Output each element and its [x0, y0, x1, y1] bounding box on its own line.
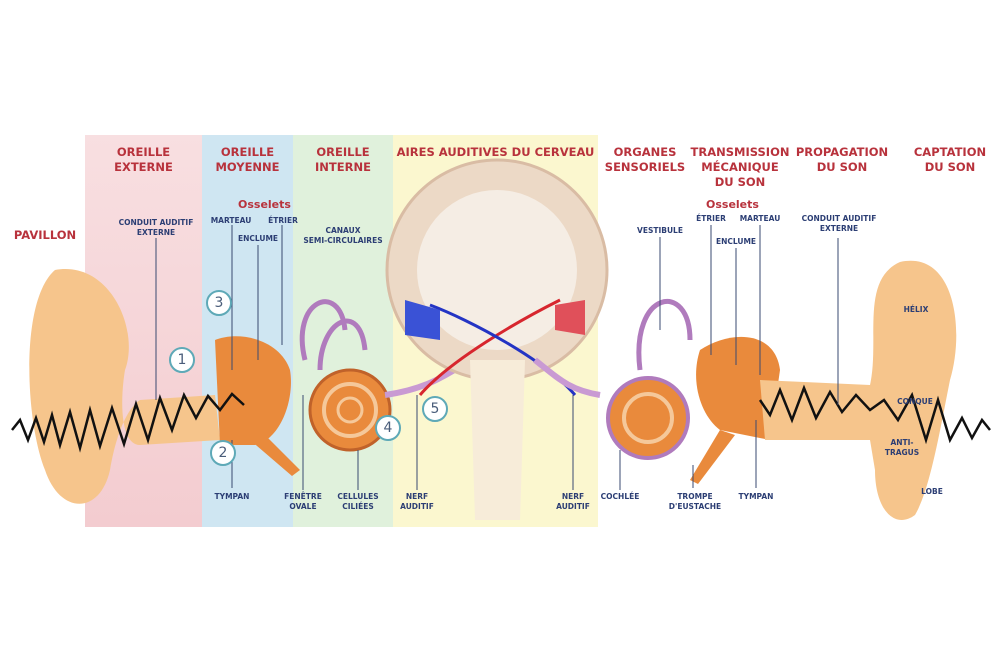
- label-antitragus: ANTI- TRAGUS: [884, 438, 920, 457]
- right-pinna: [760, 260, 957, 520]
- header-outer-ear: OREILLE EXTERNE: [114, 145, 173, 174]
- left-semicircular-canals: [299, 299, 368, 371]
- step-marker-3: 3: [206, 290, 232, 316]
- auditory-area-right: [555, 300, 585, 335]
- step-marker-2: 2: [210, 440, 236, 466]
- label-conduit-right: CONDUIT AUDITIF EXTERNE: [801, 214, 877, 233]
- auditory-area-left: [405, 300, 440, 340]
- label-enclume-left: ENCLUME: [237, 234, 279, 243]
- sound-wave-right: [758, 384, 991, 445]
- label-cochlee: COCHLÉE: [600, 492, 640, 501]
- label-conduit-left: CONDUIT AUDITIF EXTERNE: [118, 218, 194, 237]
- label-lobe: LOBE: [921, 487, 943, 496]
- label-etrier-left: ÉTRIER: [268, 216, 298, 225]
- header-auditory-cortex: AIRES AUDITIVES DU CERVEAU: [396, 145, 595, 159]
- step-marker-5: 5: [422, 396, 448, 422]
- right-eustachian-tube: [690, 430, 735, 484]
- band-inner-ear: [293, 135, 393, 527]
- header-mechanical-transmission: TRANSMISSION MÉCANIQUE DU SON: [690, 145, 790, 189]
- left-pinna: [29, 269, 220, 504]
- label-tympan-left: TYMPAN: [214, 492, 250, 501]
- right-cochlea: [606, 376, 690, 460]
- sound-wave-left: [11, 391, 245, 453]
- label-cellules-ciliees: CELLULES CILIÉES: [337, 492, 379, 511]
- label-trompe-eustache: TROMPE D'EUSTACHE: [668, 492, 722, 511]
- label-marteau-right: MARTEAU: [739, 214, 781, 223]
- label-nerf-auditif-right: NERF AUDITIF: [556, 492, 590, 511]
- label-etrier-right: ÉTRIER: [696, 214, 726, 223]
- label-pavillon: PAVILLON: [13, 228, 77, 242]
- label-fenetre-ovale: FENÊTRE OVALE: [284, 492, 322, 511]
- brainstem: [470, 360, 525, 520]
- label-nerf-auditif-left: NERF AUDITIF: [400, 492, 434, 511]
- auditory-pathway-red: [418, 298, 561, 396]
- label-enclume-right: ENCLUME: [715, 237, 757, 246]
- label-vestibule: VESTIBULE: [637, 226, 683, 235]
- step-marker-1: 1: [169, 347, 195, 373]
- label-marteau-left: MARTEAU: [210, 216, 252, 225]
- right-semicircular-canals: [636, 299, 693, 371]
- left-cochlea: [308, 368, 392, 452]
- header-middle-ear: OREILLE MOYENNE: [215, 145, 280, 174]
- right-auditory-nerve: [533, 357, 601, 398]
- label-osselets-left: Osselets: [238, 198, 291, 211]
- label-conque: CONQUE: [897, 397, 933, 406]
- header-sound-propagation: PROPAGATION DU SON: [795, 145, 889, 174]
- left-eustachian-tube: [250, 430, 300, 476]
- step-marker-4: 4: [375, 415, 401, 441]
- label-canaux: CANAUX SEMI-CIRCULAIRES: [303, 226, 383, 245]
- header-inner-ear: OREILLE INTERNE: [315, 145, 371, 174]
- label-osselets-right: Osselets: [706, 198, 759, 211]
- right-middle-ear: [696, 336, 780, 440]
- header-sensory-organs: ORGANES SENSORIELS: [604, 145, 686, 174]
- label-tympan-right: TYMPAN: [738, 492, 774, 501]
- header-sound-capture: CAPTATION DU SON: [913, 145, 987, 174]
- left-middle-ear: [215, 336, 291, 445]
- label-helix: HÉLIX: [903, 305, 929, 314]
